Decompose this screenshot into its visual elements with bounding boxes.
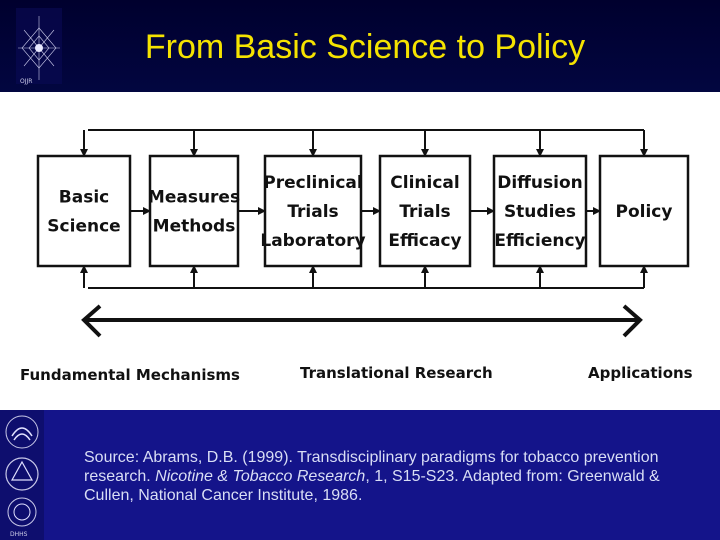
- source-suffix: , 1, S15-S23. Adapted from: Greenwald & …: [84, 468, 660, 504]
- stage-box-label: Clinical: [390, 173, 459, 193]
- stage-box-label: Trials: [399, 202, 450, 222]
- stage-box: [598, 154, 690, 268]
- axis-label-left: Fundamental Mechanisms: [20, 366, 240, 384]
- agency-seal-icon: [7, 497, 37, 527]
- stage-box-label: Preclinical: [263, 173, 362, 193]
- axis-label-center: Translational Research: [300, 364, 493, 382]
- stage-box-label: Basic: [59, 188, 109, 208]
- stage-box-label: Diffusion: [497, 173, 583, 193]
- stage-box-label: Science: [47, 217, 120, 237]
- footer-panel: [0, 410, 720, 540]
- stage-box: [263, 154, 363, 268]
- slide-title: From Basic Science to Policy: [144, 28, 586, 66]
- stage-box-label: Policy: [616, 202, 673, 222]
- stage-box-label: Methods: [153, 217, 236, 237]
- stage-box-label: Studies: [504, 202, 576, 222]
- diamond-seal-icon: [16, 8, 62, 84]
- side-caption: DHHS: [10, 531, 28, 538]
- stage-box: [492, 154, 588, 268]
- axis-left-arrowhead: [81, 304, 102, 338]
- axis-label-right: Applications: [588, 364, 693, 382]
- stage-box: [148, 154, 240, 268]
- source-prefix: Source: Abrams, D.B. (1999). Transdiscip…: [84, 449, 659, 485]
- stage-box-label: Efficacy: [388, 231, 461, 251]
- title-bar: OJJR From Basic Science to Policy: [0, 0, 720, 92]
- source-journal: Nicotine & Tobacco Research: [155, 468, 366, 485]
- logo-caption: OJJR: [20, 78, 33, 85]
- stage-box-label: Measures: [148, 188, 240, 208]
- axis-right-arrowhead: [622, 304, 643, 338]
- stage-box-label: Efficiency: [494, 231, 585, 251]
- stage-box-label: Trials: [287, 202, 338, 222]
- source-citation: Source: Abrams, D.B. (1999). Transdiscip…: [84, 448, 684, 505]
- hhs-eagle-icon: [5, 415, 39, 449]
- stage-box: [36, 154, 132, 268]
- stage-box: [378, 154, 472, 268]
- side-logo-strip: DHHS: [0, 410, 44, 540]
- stage-box-label: Laboratory: [260, 231, 365, 251]
- nih-seal-icon: [5, 457, 39, 491]
